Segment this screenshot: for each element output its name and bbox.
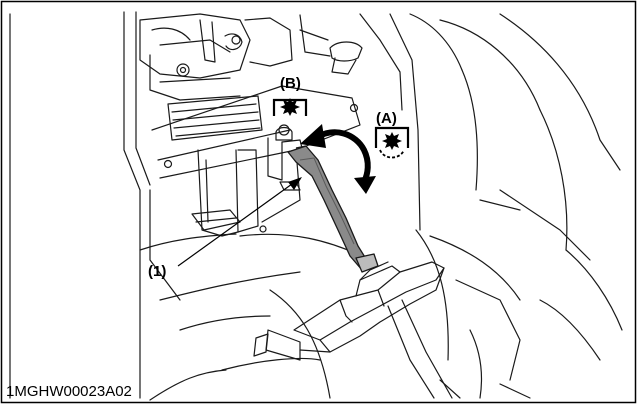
curved-double-arrow-icon (300, 124, 376, 194)
leader-line-1 (177, 177, 302, 267)
lever-part-1 (287, 145, 379, 273)
callout-position-a: (A) (376, 110, 397, 127)
engaged-lock-icon (374, 126, 410, 159)
callout-part-1: (1) (148, 263, 166, 280)
released-lock-icon (272, 98, 308, 116)
callout-position-b: (B) (280, 75, 301, 92)
machine-linework (9, 11, 623, 401)
figure-id: 1MGHW00023A02 (6, 383, 132, 400)
